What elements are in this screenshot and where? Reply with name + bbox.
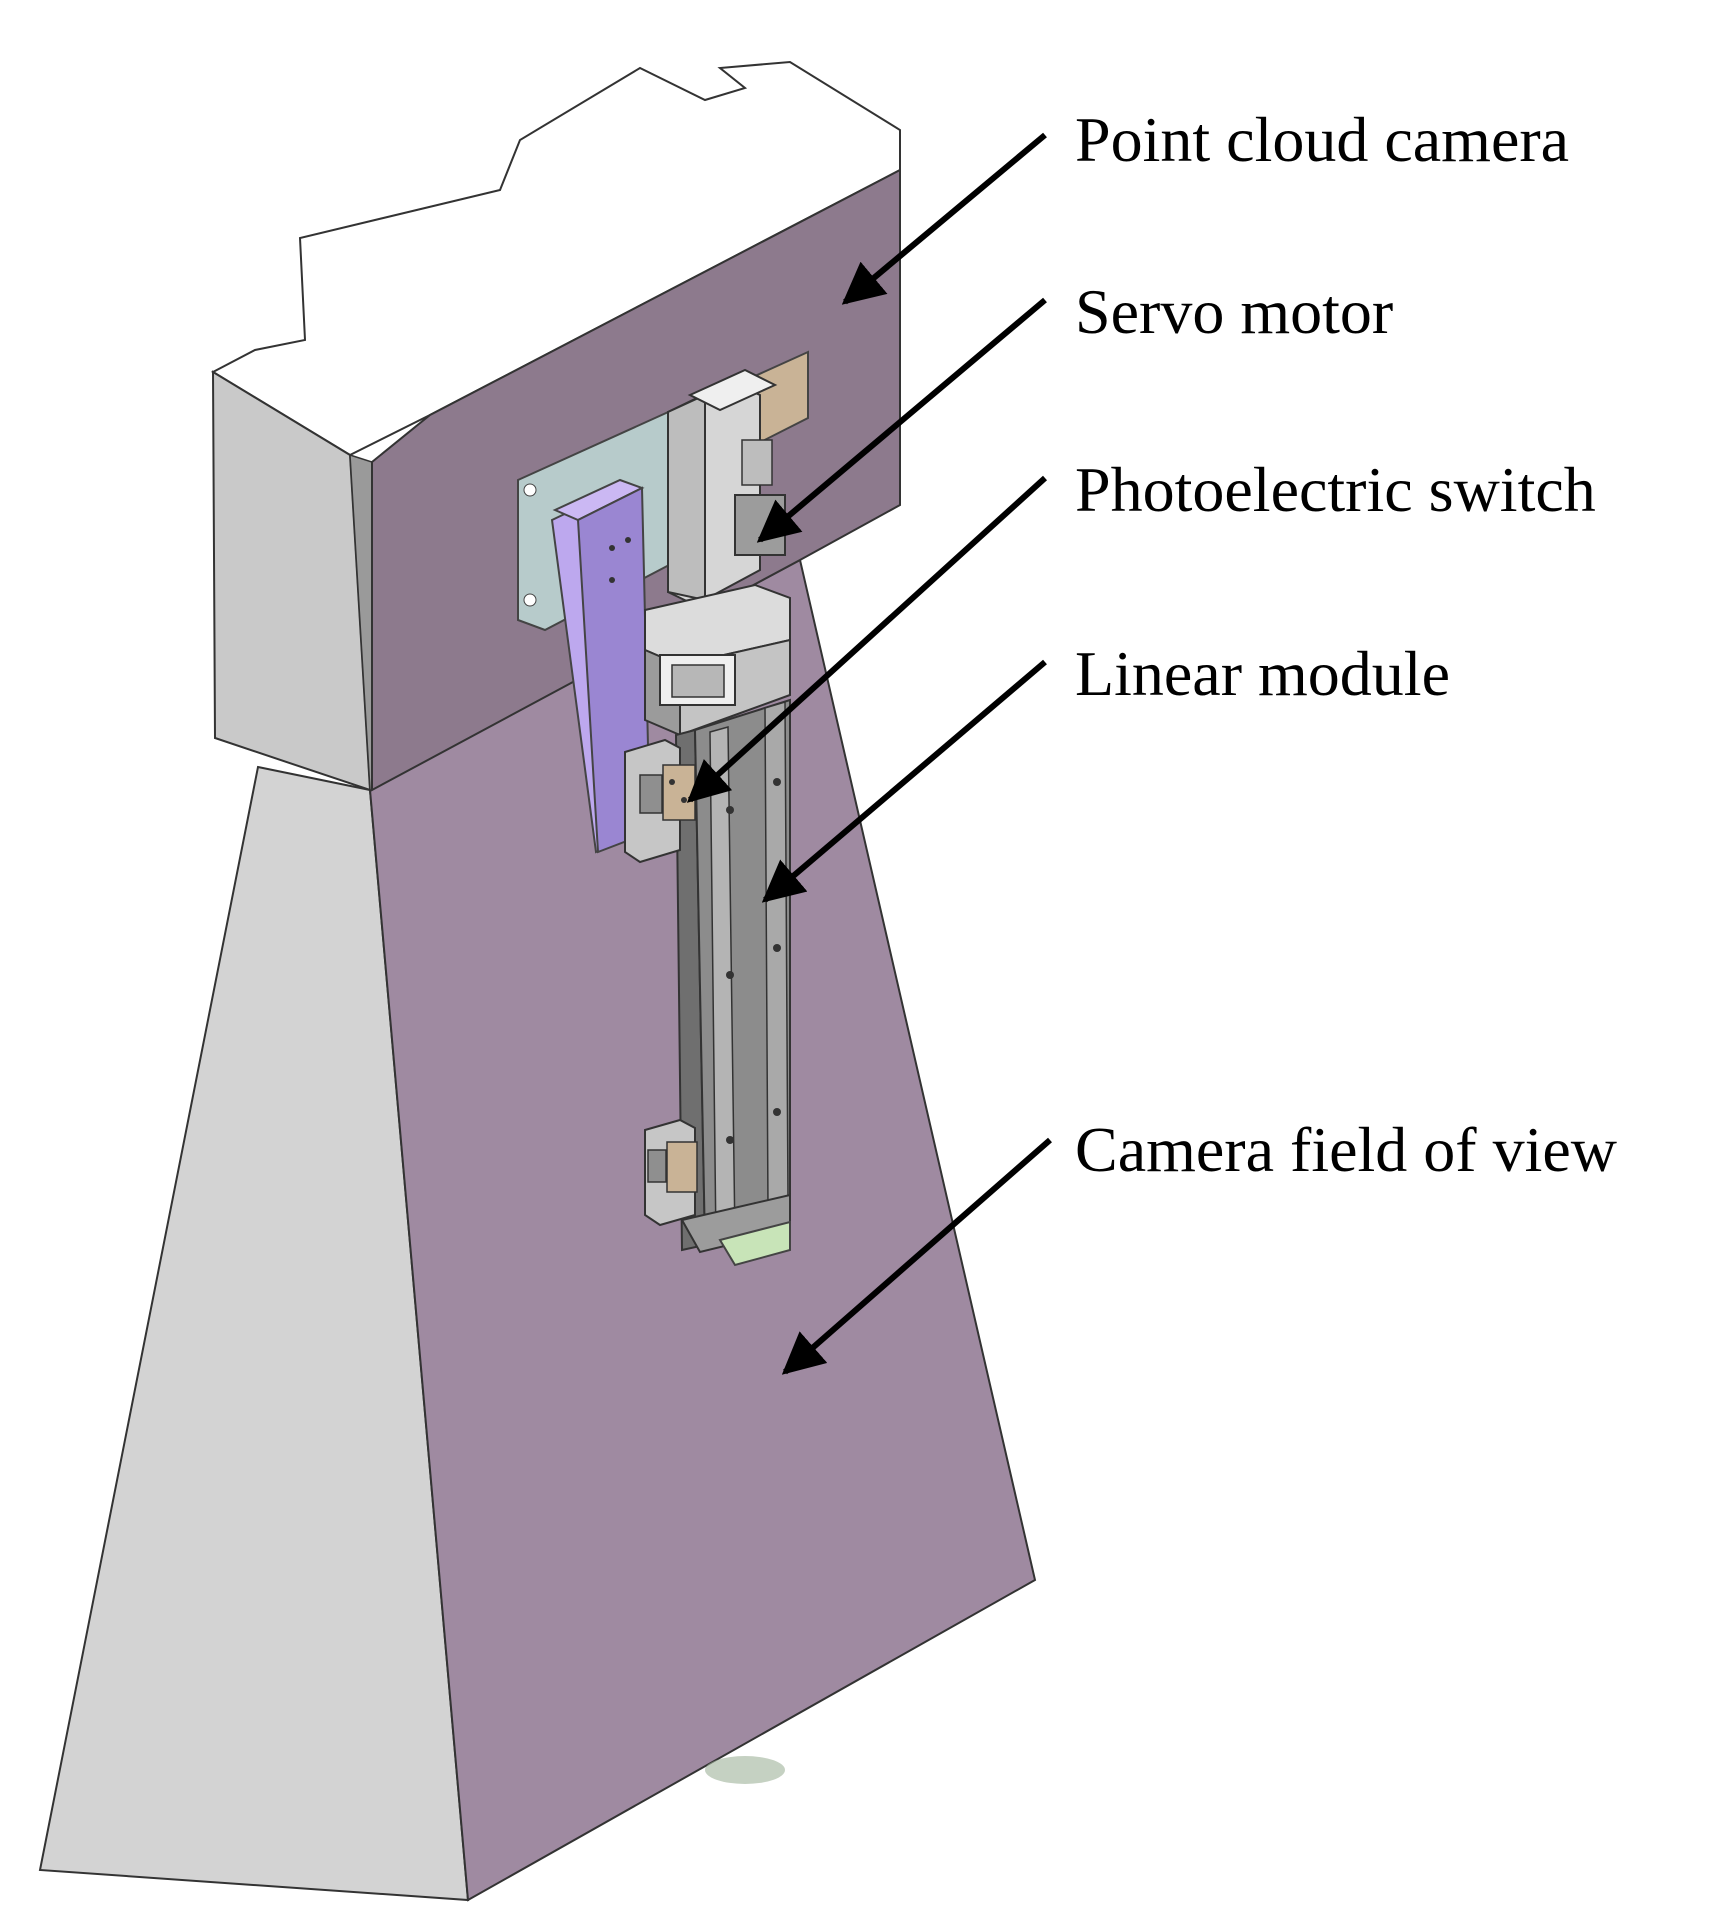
fov-floor-shadow: [705, 1756, 785, 1784]
green-foot-bracket: [718, 1220, 791, 1267]
arrow-linear-module: [761, 659, 1047, 903]
callout-arrows: [686, 132, 1052, 1375]
photoelectric-switch-lower: [644, 1118, 698, 1227]
label-photoelectric-switch: Photoelectric switch: [1075, 454, 1596, 525]
arrow-camera-field-of-view: [781, 1137, 1052, 1375]
linear-module-carriage: [644, 583, 791, 737]
field-of-view-volume: [38, 558, 1037, 1902]
arrow-servo-motor: [756, 297, 1047, 543]
label-servo-motor: Servo motor: [1075, 276, 1394, 347]
label-point-cloud-camera: Point cloud camera: [1075, 104, 1570, 175]
linear-module-rail: [674, 698, 791, 1254]
arrow-point-cloud-camera: [841, 132, 1047, 305]
arrow-photoelectric-switch: [686, 475, 1048, 803]
label-camera-field-of-view: Camera field of view: [1075, 1114, 1617, 1185]
label-linear-module: Linear module: [1075, 638, 1450, 709]
